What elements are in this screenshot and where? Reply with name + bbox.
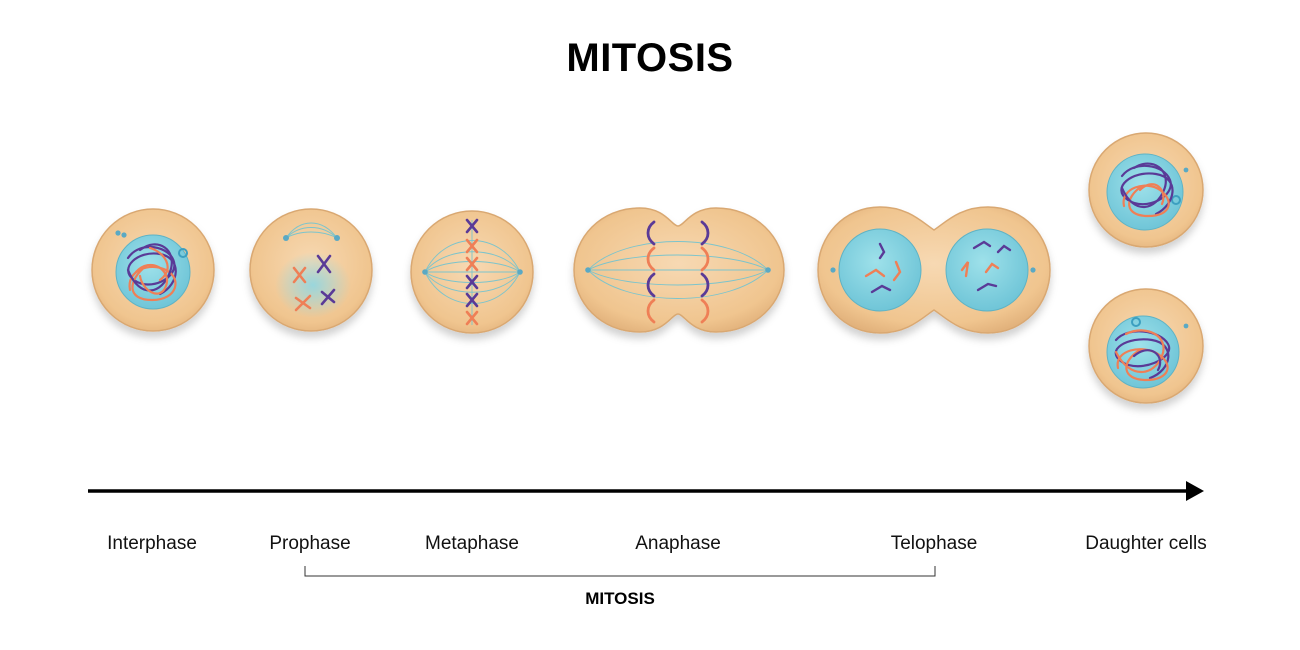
centrosome xyxy=(765,267,771,273)
interphase-cell xyxy=(92,209,214,331)
metaphase-cell xyxy=(411,211,533,333)
label-telophase: Telophase xyxy=(891,533,978,555)
label-interphase: Interphase xyxy=(107,533,197,555)
label-anaphase: Anaphase xyxy=(635,533,721,555)
label-prophase: Prophase xyxy=(269,533,350,555)
centrosome xyxy=(422,269,428,275)
mitosis-bracket xyxy=(305,566,935,576)
anaphase-cell xyxy=(574,208,784,332)
timeline-arrow xyxy=(88,481,1204,501)
telophase-cell xyxy=(818,207,1050,333)
centrosome xyxy=(1184,324,1189,329)
label-metaphase: Metaphase xyxy=(425,533,519,555)
label-daughter-cells: Daughter cells xyxy=(1085,533,1206,555)
centrosome xyxy=(585,267,591,273)
bracket-label: MITOSIS xyxy=(585,589,655,609)
centrosome xyxy=(830,267,835,272)
centrosome xyxy=(517,269,523,275)
daughter-cell-bottom xyxy=(1089,289,1203,403)
centrosome xyxy=(1030,267,1035,272)
centrosome xyxy=(283,235,289,241)
daughter-cell-top xyxy=(1089,133,1203,247)
centrosome xyxy=(334,235,340,241)
prophase-cell xyxy=(250,209,372,331)
centrosome xyxy=(1184,168,1189,173)
